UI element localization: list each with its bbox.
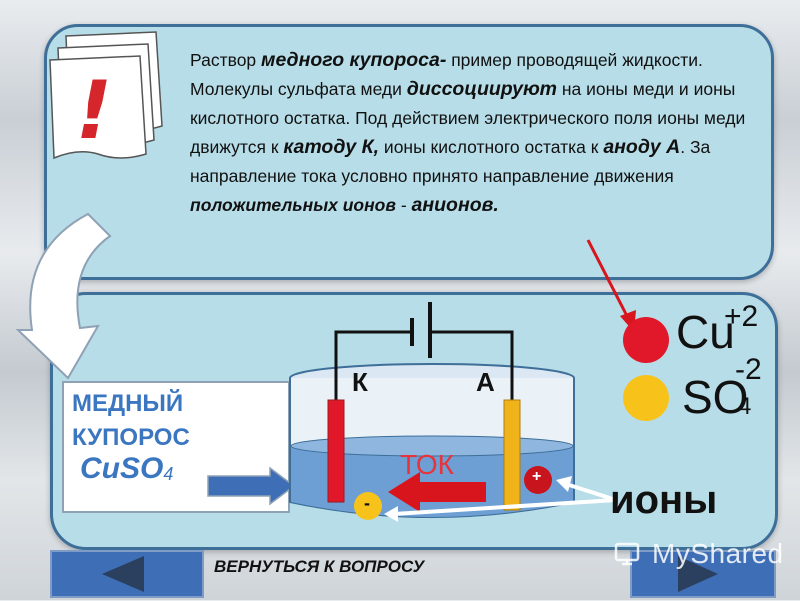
formula-main: CuSO <box>80 452 164 485</box>
info-text-1: Раствор <box>190 50 262 70</box>
so4-ion-charge: -2 <box>735 353 762 386</box>
circuit-wire-right <box>430 330 514 402</box>
notice-icon: ! <box>49 31 163 160</box>
back-to-question-link[interactable]: ВЕРНУТЬСЯ К ВОПРОСУ <box>214 557 425 576</box>
formula-subscript: 4 <box>163 464 174 484</box>
anode-label: А <box>476 367 495 397</box>
arrow-left-icon <box>102 556 144 592</box>
curved-arrow-icon <box>15 212 112 380</box>
info-text-9: . За направление тока условно принято на… <box>190 137 711 186</box>
negative-ion-icon <box>354 492 382 520</box>
info-text-5: на ионы меди и ионы кислотного остатка. … <box>190 79 746 157</box>
info-text-4: диссоциируют <box>406 78 557 100</box>
cu-ion-charge: +2 <box>724 300 759 333</box>
info-text-8: аноду А <box>603 136 681 158</box>
circuit-wire <box>334 330 412 402</box>
cathode-label: К <box>352 367 368 397</box>
watermark-text: MyShared <box>652 538 784 569</box>
positive-ion-icon <box>524 466 552 494</box>
substance-name: МЕДНЫЙ КУПОРОС <box>72 390 190 451</box>
positive-sign: + <box>532 468 542 485</box>
cu-ion-dot <box>623 317 669 363</box>
info-text-6: катоду К, <box>283 136 380 158</box>
substance-formula: CuSO4 <box>80 452 173 486</box>
right-arrow-icon <box>207 466 296 506</box>
cu-ion-symbol: Cu <box>676 306 735 358</box>
negative-sign: - <box>364 493 370 513</box>
info-text-11: - <box>395 195 412 215</box>
ions-label: ионы <box>610 478 718 522</box>
ion-markers <box>354 466 552 520</box>
electrolysis-apparatus <box>289 302 575 518</box>
info-panel <box>44 24 774 280</box>
anode-electrode <box>503 399 521 511</box>
info-text-12: анионов. <box>411 194 499 216</box>
info-text-3: пример проводящей жидкости. Молекулы сул… <box>190 50 703 99</box>
ion-legend-dots <box>623 317 669 421</box>
so4-ion-dot <box>623 375 669 421</box>
watermark-logo-icon <box>614 542 640 566</box>
info-text-7: ионы кислотного остатка к <box>379 137 604 157</box>
current-label: ТОК <box>400 449 454 480</box>
ion-pointer-arrows <box>384 476 617 522</box>
back-button[interactable] <box>50 550 204 598</box>
exclamation-mark: ! <box>76 64 112 157</box>
forward-button[interactable] <box>630 550 776 598</box>
arrow-right-icon <box>678 556 718 592</box>
info-text-2: медного купороса- <box>261 49 447 71</box>
so4-ion-subscript: 4 <box>738 393 752 420</box>
info-paragraph: Раствор медного купороса- пример проводя… <box>190 46 750 220</box>
info-text-10: положительных ионов <box>190 195 396 215</box>
so4-ion-symbol: SO <box>682 371 749 423</box>
current-arrow-icon <box>388 472 486 512</box>
cathode-electrode <box>327 399 345 503</box>
